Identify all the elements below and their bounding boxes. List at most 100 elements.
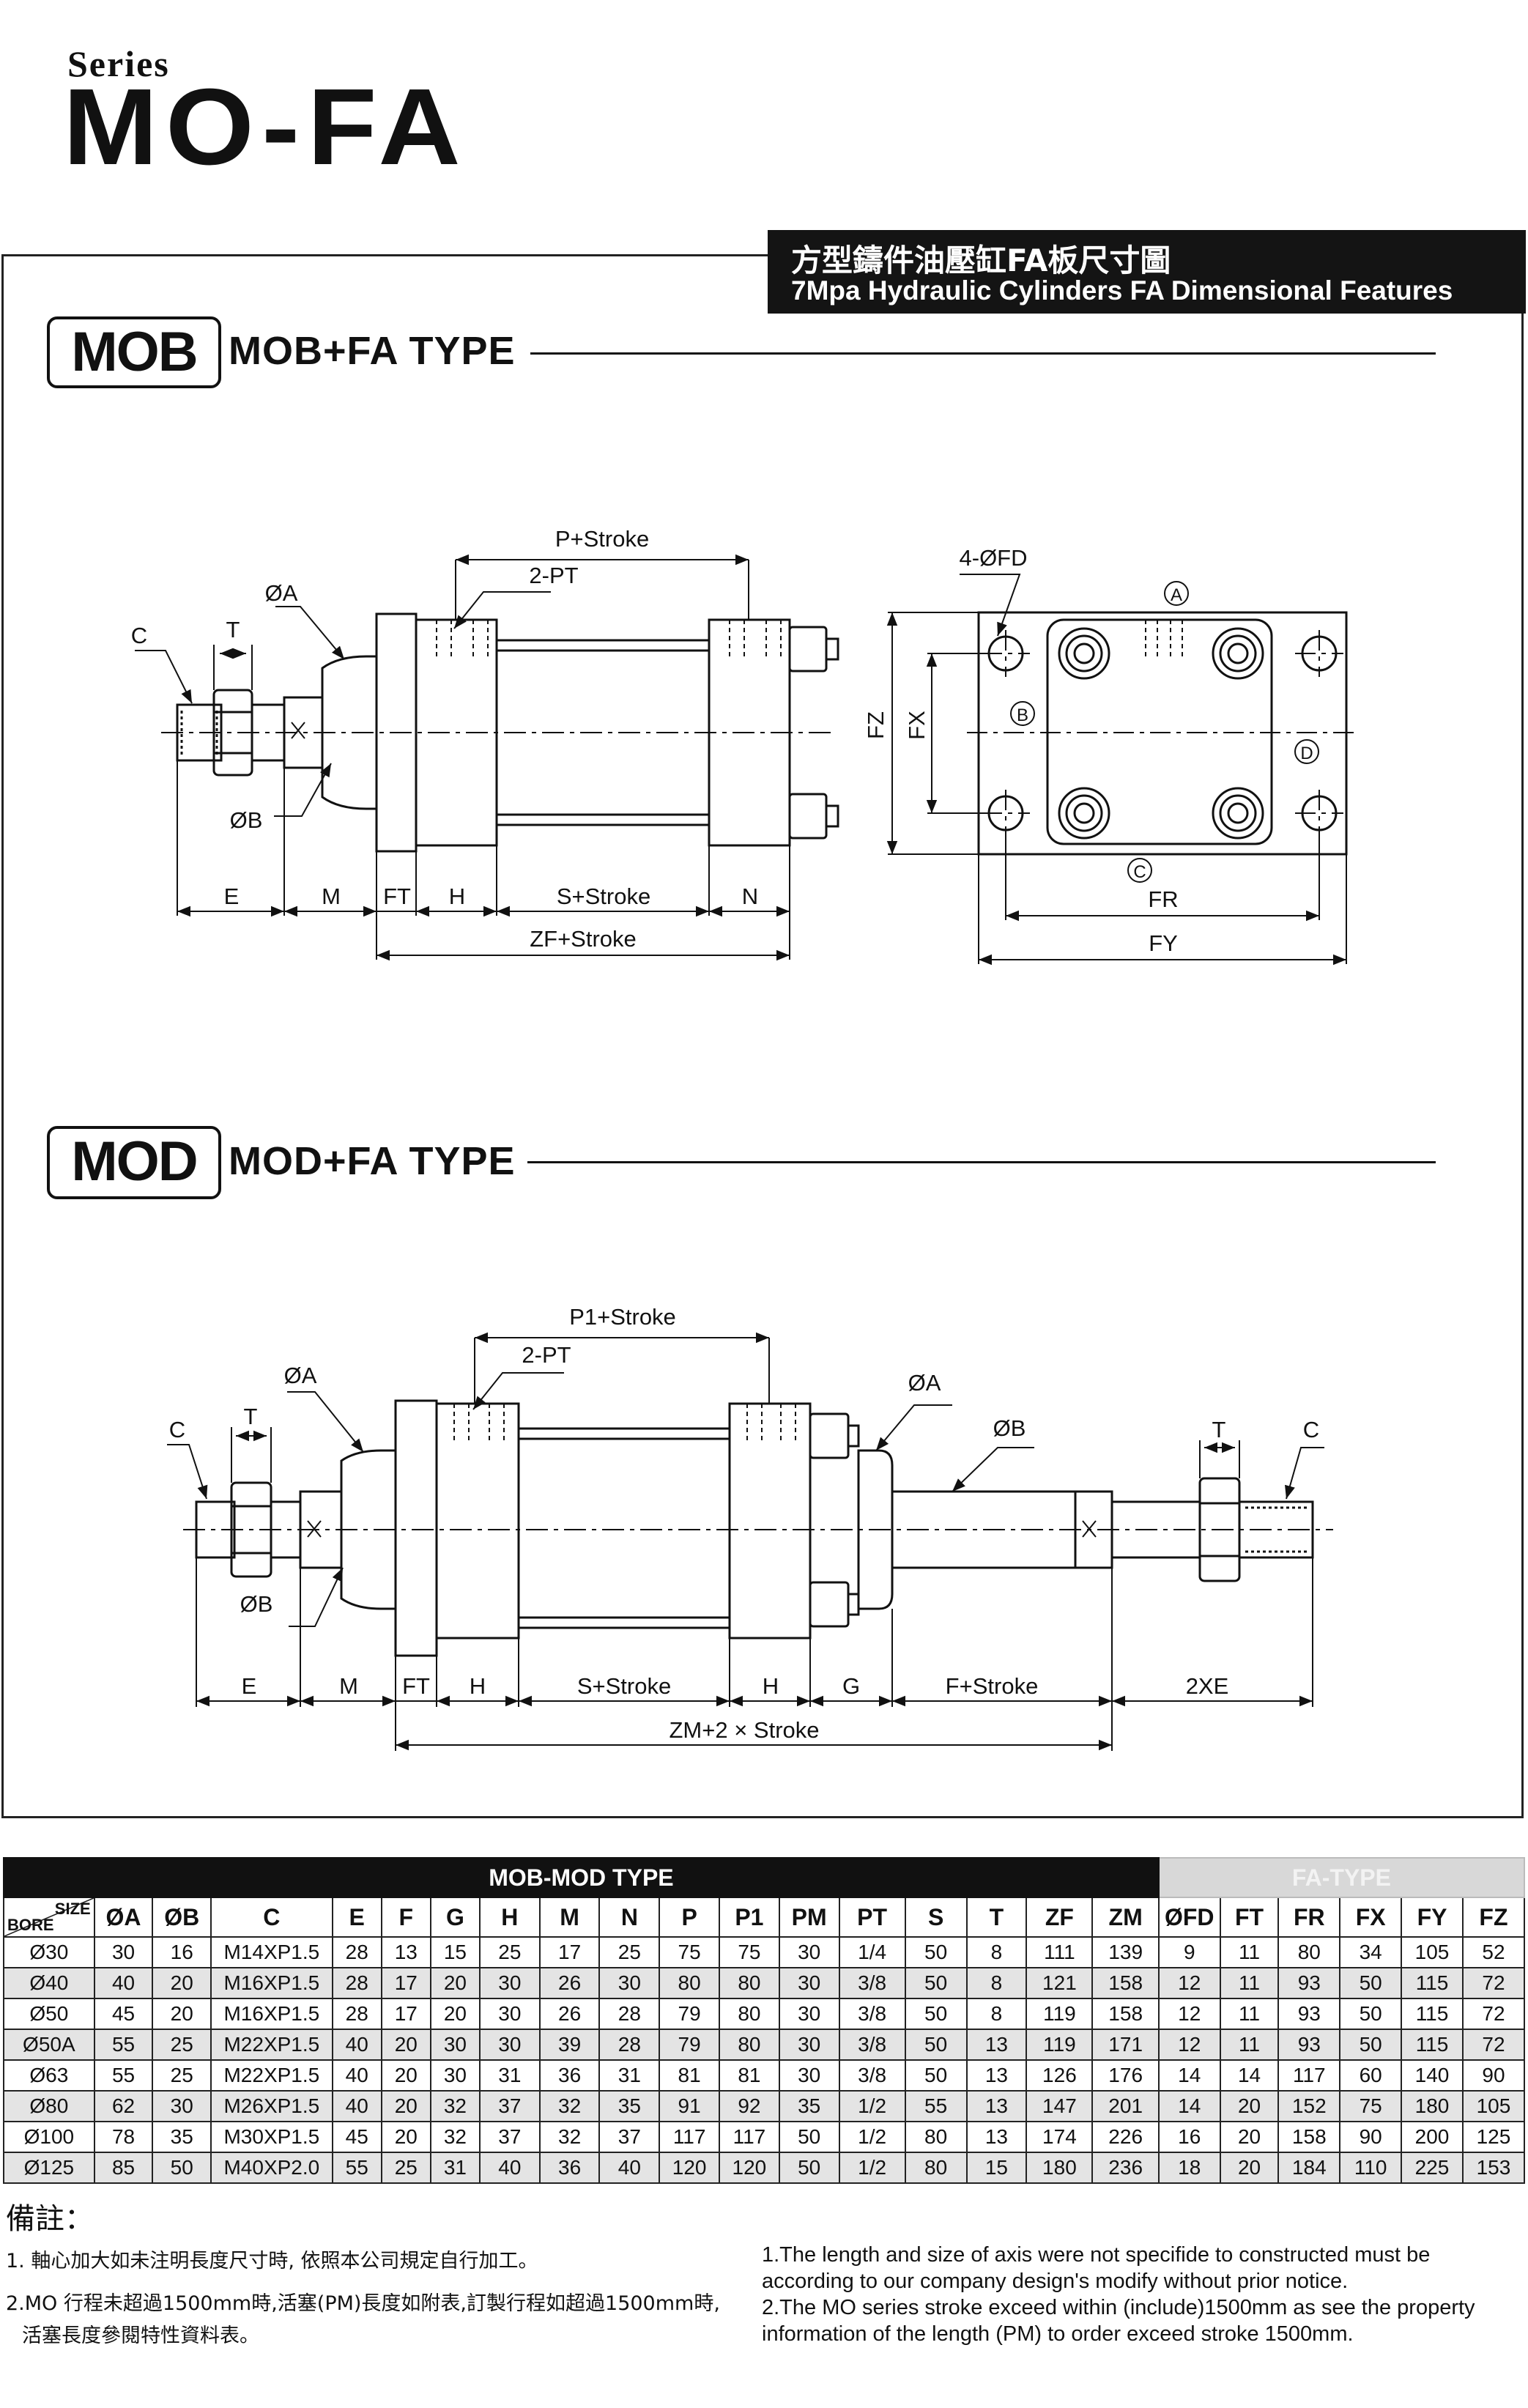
column-header: C <box>210 1897 333 1938</box>
table-cell: 20 <box>1219 2121 1280 2153</box>
label-mod-oa-right: ØA <box>908 1370 941 1396</box>
table-cell: 126 <box>1026 2059 1094 2092</box>
column-header: S <box>904 1897 968 1938</box>
label-mod-ob: ØB <box>240 1591 273 1617</box>
column-header: T <box>965 1897 1028 1938</box>
table-cell: 50 <box>778 2121 840 2153</box>
table-cell: 35 <box>778 2090 840 2122</box>
marker-a: A <box>1171 585 1182 605</box>
table-cell: 30 <box>778 1936 840 1968</box>
table-cell: 55 <box>331 2152 382 2184</box>
table-cell: 105 <box>1461 2090 1526 2122</box>
table-cell: 80 <box>719 2029 780 2061</box>
table-cell: 20 <box>380 2121 431 2153</box>
table-cell: 45 <box>93 1998 154 2030</box>
mob-section-title: MOB+FA TYPE <box>229 329 516 373</box>
bore-cell: Ø30 <box>3 1936 95 1968</box>
mod-side-labels: P1+Stroke 2-PT ØA ØA ØB C T T C ØB E M F… <box>169 1304 1319 1743</box>
bore-cell: Ø40 <box>3 1967 95 1999</box>
table-cell: 14 <box>1157 2090 1221 2122</box>
table-cell: 36 <box>538 2152 601 2184</box>
table-cell: 32 <box>538 2090 601 2122</box>
mob-side-dimensions <box>135 554 790 961</box>
table-cell: 34 <box>1339 1936 1403 1968</box>
label-mod-2pt: 2-PT <box>522 1342 571 1368</box>
column-header: P1 <box>719 1897 780 1938</box>
table-cell: 40 <box>93 1967 154 1999</box>
table-cell: 30 <box>778 2059 840 2092</box>
corner-size-label: SIZE <box>54 1900 91 1918</box>
table-cell: 32 <box>429 2090 481 2122</box>
column-header: FX <box>1339 1897 1403 1938</box>
table-cell: 11 <box>1219 1998 1280 2030</box>
table-cell: 37 <box>478 2121 541 2153</box>
table-cell: 50 <box>152 2152 212 2184</box>
label-mod-h: H <box>470 1673 486 1699</box>
mod-section-title: MOD+FA TYPE <box>229 1139 516 1183</box>
table-cell: 1/4 <box>838 1936 906 1968</box>
column-header: ØFD <box>1157 1897 1221 1938</box>
label-s-stroke: S+Stroke <box>557 883 650 909</box>
table-cell: 18 <box>1157 2152 1221 2184</box>
table-cell: 8 <box>965 1936 1028 1968</box>
table-cell: 30 <box>778 2029 840 2061</box>
note-en-2: 2.The MO series stroke exceed within (in… <box>762 2296 1475 2346</box>
table-cell: 36 <box>538 2059 601 2092</box>
table-cell: 11 <box>1219 2029 1280 2061</box>
table-cell: 3/8 <box>838 1998 906 2030</box>
table-cell: 75 <box>659 1936 721 1968</box>
table-cell: 35 <box>598 2090 661 2122</box>
label-oa: ØA <box>265 580 298 606</box>
table-cell: 152 <box>1277 2090 1341 2122</box>
table-cell: 171 <box>1091 2029 1160 2061</box>
table-cell: 30 <box>93 1936 154 1968</box>
table-cell: 26 <box>538 1967 601 1999</box>
label-mod-2xe: 2XE <box>1186 1673 1229 1699</box>
marker-b: B <box>1017 705 1028 725</box>
table-cell: 85 <box>93 2152 154 2184</box>
table-cell: M26XP1.5 <box>210 2090 333 2122</box>
table-cell: 13 <box>965 2121 1028 2153</box>
bore-cell: Ø100 <box>3 2121 95 2153</box>
mod-badge: MOD <box>47 1126 221 1199</box>
column-header: M <box>538 1897 601 1938</box>
table-cell: 30 <box>478 2029 541 2061</box>
table-cell: 45 <box>331 2121 382 2153</box>
mob-heading-rule <box>530 352 1436 355</box>
table-cell: 20 <box>429 1967 481 1999</box>
table-cell: 20 <box>380 2090 431 2122</box>
table-cell: 17 <box>538 1936 601 1968</box>
column-header: N <box>598 1897 661 1938</box>
label-ft: FT <box>383 883 411 909</box>
table-cell: 13 <box>965 2029 1028 2061</box>
table-cell: 80 <box>719 1967 780 1999</box>
label-mod-m: M <box>339 1673 358 1699</box>
table-cell: 50 <box>904 2029 968 2061</box>
table-cell: 125 <box>1461 2121 1526 2153</box>
table-cell: 90 <box>1461 2059 1526 2092</box>
table-cell: 55 <box>904 2090 968 2122</box>
group-header-mob-mod: MOB-MOD TYPE <box>3 1857 1160 1898</box>
label-e: E <box>224 883 240 909</box>
table-cell: 120 <box>719 2152 780 2184</box>
table-cell: 30 <box>478 1998 541 2030</box>
label-mod-g: G <box>842 1673 860 1699</box>
table-cell: 20 <box>152 1967 212 1999</box>
column-header: P <box>659 1897 721 1938</box>
column-header: FY <box>1401 1897 1464 1938</box>
table-cell: 40 <box>598 2152 661 2184</box>
table-cell: 60 <box>1339 2059 1403 2092</box>
table-cell: 184 <box>1277 2152 1341 2184</box>
table-cell: 25 <box>152 2059 212 2092</box>
table-cell: 75 <box>719 1936 780 1968</box>
table-cell: 39 <box>538 2029 601 2061</box>
table-cell: 80 <box>1277 1936 1341 1968</box>
label-p-stroke: P+Stroke <box>555 526 649 552</box>
column-header: H <box>478 1897 541 1938</box>
drawing-frame <box>1 254 1524 1818</box>
mob-end-view <box>967 611 1360 856</box>
label-mod-t: T <box>244 1404 258 1429</box>
table-cell: 35 <box>152 2121 212 2153</box>
table-cell: 12 <box>1157 1967 1221 1999</box>
